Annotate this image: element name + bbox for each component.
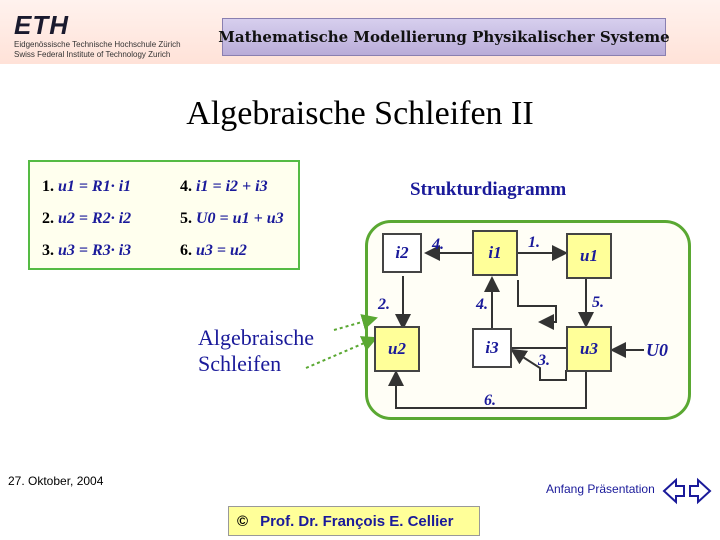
equation-1-number: 1. bbox=[42, 178, 54, 195]
back-arrow-icon bbox=[662, 477, 685, 505]
eth-logo: ETH bbox=[14, 10, 69, 40]
node-u1: u1 bbox=[566, 233, 612, 279]
node-i3: i3 bbox=[472, 328, 512, 368]
step-label-5: 5. bbox=[592, 294, 604, 311]
annotation-algebraische-schleifen: Algebraische Schleifen bbox=[198, 325, 315, 376]
equation-3-text: u3 = R3· i3 bbox=[58, 242, 132, 259]
equation-1-text: u1 = R1· i1 bbox=[58, 178, 132, 195]
source-u0-label: U0 bbox=[646, 340, 668, 360]
equation-3-number: 3. bbox=[42, 242, 54, 259]
course-title-box: Mathematische Modellierung Physikalische… bbox=[218, 18, 670, 56]
step-label-6: 6. bbox=[484, 392, 496, 409]
author-name: Prof. Dr. François E. Cellier bbox=[260, 512, 454, 530]
node-u3: u3 bbox=[566, 326, 612, 372]
step-label-4b: 4. bbox=[476, 296, 488, 313]
institution-en: Swiss Federal Institute of Technology Zu… bbox=[14, 50, 171, 59]
equation-4-text: i1 = i2 + i3 bbox=[196, 178, 268, 195]
step-label-3: 3. bbox=[538, 352, 550, 369]
arrow-u3-to-u2-loop bbox=[388, 370, 587, 409]
equation-5: 5. U0 = u1 + u3 bbox=[180, 210, 284, 228]
equation-6-text: u3 = u2 bbox=[196, 242, 247, 259]
equation-4: 4. i1 = i2 + i3 bbox=[180, 178, 268, 196]
equation-5-number: 5. bbox=[180, 210, 192, 227]
institution-de: Eidgenössische Technische Hochschule Zür… bbox=[14, 40, 181, 49]
equation-1: 1. u1 = R1· i1 bbox=[42, 178, 131, 196]
equation-6-number: 6. bbox=[180, 242, 192, 259]
start-presentation-link[interactable]: Anfang Präsentation bbox=[546, 482, 655, 496]
arrow-u3-to-i3 bbox=[510, 348, 567, 381]
node-i1: i1 bbox=[472, 230, 518, 276]
equation-4-number: 4. bbox=[180, 178, 192, 195]
equation-2: 2. u2 = R2· i2 bbox=[42, 210, 131, 228]
navigation-arrows-icon[interactable] bbox=[662, 476, 712, 506]
equation-2-number: 2. bbox=[42, 210, 54, 227]
diagram-title: Strukturdiagramm bbox=[410, 179, 567, 200]
dotted-arrow-lower bbox=[305, 336, 378, 369]
slide-title: Algebraische Schleifen II bbox=[186, 95, 534, 132]
forward-arrow-icon bbox=[689, 477, 712, 505]
footer-date: 27. Oktober, 2004 bbox=[8, 474, 104, 488]
equations-box: 1. u1 = R1· i1 2. u2 = R2· i2 3. u3 = R3… bbox=[28, 160, 300, 270]
node-u2: u2 bbox=[374, 326, 420, 372]
equation-3: 3. u3 = R3· i3 bbox=[42, 242, 131, 260]
step-label-4a: 4. bbox=[432, 236, 444, 253]
equation-6: 6. u3 = u2 bbox=[180, 242, 247, 260]
arrow-small-loop bbox=[517, 280, 557, 330]
author-box: © Prof. Dr. François E. Cellier bbox=[228, 506, 480, 536]
copyright-icon: © bbox=[237, 512, 249, 530]
header-bar: ETH Eidgenössische Technische Hochschule… bbox=[0, 0, 720, 64]
step-label-2: 2. bbox=[378, 296, 390, 313]
step-label-1: 1. bbox=[528, 234, 540, 251]
equation-2-text: u2 = R2· i2 bbox=[58, 210, 132, 227]
course-title: Mathematische Modellierung Physikalische… bbox=[218, 28, 670, 46]
dotted-arrow-upper bbox=[333, 314, 378, 331]
node-i2: i2 bbox=[382, 233, 422, 273]
equation-5-text: U0 = u1 + u3 bbox=[196, 210, 284, 227]
